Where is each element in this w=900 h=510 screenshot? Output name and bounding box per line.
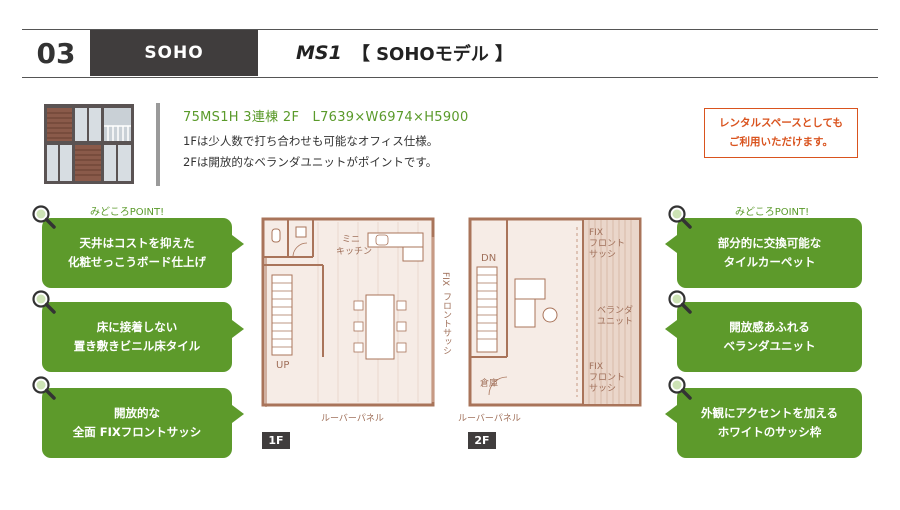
right-point-1-line1: 部分的に交換可能な bbox=[717, 236, 822, 250]
right-point-3-line2: ホワイトのサッシ枠 bbox=[717, 425, 822, 439]
louver-label-1f: ルーバーパネル bbox=[321, 414, 384, 424]
section-number: 03 bbox=[36, 36, 76, 70]
right-point-3: 外観にアクセントを加える ホワイトのサッシ枠 bbox=[677, 388, 862, 458]
floor-tag-2f: 2F bbox=[468, 432, 496, 449]
right-point-3-line1: 外観にアクセントを加える bbox=[700, 406, 839, 420]
header-top-rule bbox=[22, 29, 878, 30]
category-label: SOHO bbox=[90, 30, 258, 76]
model-name: 【 SOHOモデル 】 bbox=[351, 44, 513, 65]
left-point-2-pointer bbox=[232, 320, 244, 338]
magnifier-icon bbox=[668, 205, 692, 229]
building-thumbnail bbox=[44, 104, 134, 184]
rental-line-1: レンタルスペースとしても bbox=[719, 117, 843, 129]
rental-notice: レンタルスペースとしても ご利用いただけます。 bbox=[704, 108, 858, 158]
fix-label-2f-bottom: FIX フロント サッシ bbox=[589, 362, 626, 394]
rental-line-2: ご利用いただけます。 bbox=[729, 136, 833, 148]
floor-tag-1f: 1F bbox=[262, 432, 290, 449]
magnifier-icon bbox=[32, 376, 56, 400]
right-point-2-line1: 開放感あふれる bbox=[729, 320, 810, 334]
right-point-1-pointer bbox=[665, 235, 677, 253]
dn-label: DN bbox=[481, 253, 497, 264]
spec-divider bbox=[156, 103, 160, 186]
right-point-2-line2: ベランダユニット bbox=[723, 339, 816, 353]
spec-title: 75MS1H 3連棟 2F L7639×W6974×H5900 bbox=[183, 110, 469, 125]
right-point-2: 開放感あふれる ベランダユニット bbox=[677, 302, 862, 372]
left-point-3-line2: 全面 FIXフロントサッシ bbox=[72, 425, 202, 439]
model-code: MS1 bbox=[296, 42, 342, 64]
up-label: UP bbox=[276, 360, 290, 371]
header-bottom-rule bbox=[22, 77, 878, 78]
storage-label: 倉庫 bbox=[480, 379, 499, 389]
right-point-3-pointer bbox=[665, 405, 677, 423]
fix-label-1f-line2: フロントサッシ bbox=[441, 292, 451, 355]
spec-line-2: 2Fは開放的なベランダユニットがポイントです。 bbox=[183, 155, 438, 169]
fix-label-1f-line1: FIX bbox=[440, 272, 450, 286]
left-point-3-pointer bbox=[232, 405, 244, 423]
left-point-3-line1: 開放的な bbox=[114, 406, 160, 420]
left-point-1-line1: 天井はコストを抑えた bbox=[79, 236, 195, 250]
veranda-label: ベランダ ユニット bbox=[597, 306, 634, 327]
magnifier-icon bbox=[32, 290, 56, 314]
louver-label-2f: ルーバーパネル bbox=[458, 414, 521, 424]
left-point-3: 開放的な 全面 FIXフロントサッシ bbox=[42, 388, 232, 458]
floor-plan-2f bbox=[468, 217, 642, 407]
left-point-2-line1: 床に接着しない bbox=[96, 320, 178, 334]
right-point-1: 部分的に交換可能な タイルカーペット bbox=[677, 218, 862, 288]
left-points-heading: みどころPOINT! bbox=[90, 207, 165, 218]
kitchen-label-line2: キッチン bbox=[336, 247, 373, 257]
left-point-2: 床に接着しない 置き敷きビニル床タイル bbox=[42, 302, 232, 372]
left-point-2-line2: 置き敷きビニル床タイル bbox=[73, 339, 201, 353]
model-title: MS1 【 SOHOモデル 】 bbox=[296, 30, 513, 76]
spec-line-1: 1Fは少人数で打ち合わせも可能なオフィス仕様。 bbox=[183, 134, 439, 148]
left-point-1-pointer bbox=[232, 235, 244, 253]
floor-plan-1f bbox=[261, 217, 435, 407]
magnifier-icon bbox=[668, 376, 692, 400]
left-point-1-line2: 化粧せっこうボード仕上げ bbox=[68, 255, 206, 269]
right-points-heading: みどころPOINT! bbox=[735, 207, 810, 218]
magnifier-icon bbox=[32, 205, 56, 229]
left-point-1: 天井はコストを抑えた 化粧せっこうボード仕上げ bbox=[42, 218, 232, 288]
fix-label-2f-top: FIX フロント サッシ bbox=[589, 228, 626, 260]
kitchen-label-line1: ミニ bbox=[342, 235, 361, 245]
magnifier-icon bbox=[668, 290, 692, 314]
right-point-2-pointer bbox=[665, 320, 677, 338]
right-point-1-line2: タイルカーペット bbox=[723, 255, 816, 269]
